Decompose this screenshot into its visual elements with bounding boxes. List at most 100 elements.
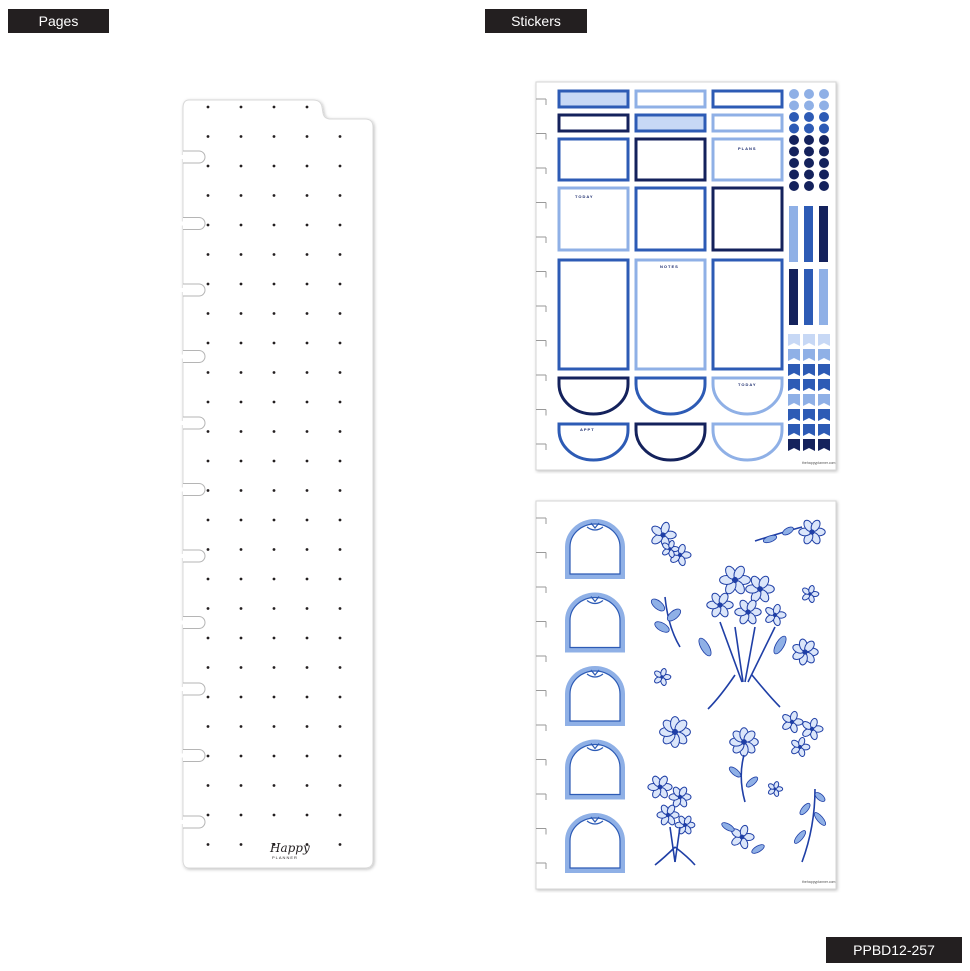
disc-slot [183,682,206,696]
grid-dot [305,341,309,345]
sku-label: PPBD12-257 [826,937,962,963]
grid-dot [272,105,276,109]
grid-dot [206,548,210,551]
grid-dot [239,400,243,404]
dot-sticker [819,146,829,157]
disc-slot [536,202,547,209]
flower-icon [731,824,755,850]
flag-sticker [818,364,830,376]
insert-paper [182,99,374,869]
stem-icon [801,788,816,863]
grid-dot [239,843,243,846]
grid-dot [338,253,342,256]
flag-sticker [818,394,830,406]
sheet-url: thehappyplanner.com [802,461,836,465]
flower-center [677,794,683,800]
leaf-icon [745,776,759,788]
disc-slot [183,483,206,496]
tall-box-sticker-notes [634,258,707,371]
grid-dot [206,400,210,404]
disc-slot [183,815,206,829]
stem-icon [674,846,696,866]
dot-sticker [819,169,829,180]
disc-slot-gap [179,421,189,425]
grid-dot [305,223,309,227]
grid-dot [272,282,276,286]
flower-icon [802,585,820,603]
flag-sticker [803,394,815,406]
dot-sticker [789,158,799,168]
bar-sticker [789,206,798,262]
grid-dot [272,459,276,463]
stem-icon [719,621,743,683]
grid-dot [206,607,210,610]
grid-dot [206,253,210,256]
flower-icon [651,521,677,549]
grid-dot [338,725,342,728]
grid-dot [239,666,243,669]
grid-dot [206,223,210,227]
grid-dot [239,223,243,227]
disc-slot [183,749,206,762]
grid-dot [305,695,309,699]
stem-icon [654,846,676,866]
stem-icon [669,826,676,863]
dot-sticker [804,135,814,145]
tall-box-sticker [557,258,630,371]
flower-center [660,532,666,538]
grid-dot [272,518,276,522]
flower-center [739,834,745,840]
grid-dot [272,548,276,551]
stem-icon [734,626,744,683]
leaf-icon [654,621,670,633]
dot-sticker [819,112,829,122]
flower-icon [782,710,804,734]
functional-sticker-sheet: PLANS TODAY NOTES TODAY APPT thehappypla… [530,78,842,474]
flag-sticker [788,379,800,391]
flower-center [772,612,778,618]
grid-dot [338,371,342,374]
bar-sticker [819,269,828,325]
grid-dot [338,430,342,433]
label-strip [634,113,707,133]
grid-dot [338,784,342,787]
grid-dot [206,813,210,817]
grid-dot [272,784,276,787]
bow-icon [586,669,604,678]
dot-sticker [819,123,829,134]
flower-icon [791,736,811,758]
flower-icon [745,575,775,603]
page-insert-graphic: Happy PLANNER [179,99,374,869]
flower-icon [647,775,673,799]
grid-dot [272,754,276,758]
dot-sticker [819,89,829,99]
disc-slot [183,217,206,230]
flag-sticker [803,334,815,346]
flag-sticker [803,379,815,391]
flower-center [665,812,671,818]
leaf-icon [728,766,742,778]
dot-sticker [804,158,814,168]
disc-slot [536,305,547,312]
floral-illustrations [647,519,827,866]
grid-dot [206,784,210,787]
grid-dot [206,843,210,846]
functional-sticker-graphic: PLANS TODAY NOTES TODAY APPT thehappypla… [535,81,837,471]
dot-sticker [804,181,814,191]
grid-dot [338,164,342,168]
bow-icon [586,596,604,605]
grid-dot [206,105,210,109]
disc-slot-gap [179,288,189,292]
grid-dot [338,636,342,640]
disc-binding-slots [536,517,547,869]
flag-sticker [788,349,800,361]
flower-icon [767,781,784,797]
bow-icon [586,743,604,752]
disc-slot [536,621,547,628]
flag-sticker [818,409,830,421]
today-label-2: TODAY [738,382,757,387]
flag-sticker [788,364,800,376]
flower-center [773,787,777,791]
flag-sticker [788,409,800,421]
flower-center [731,576,739,584]
